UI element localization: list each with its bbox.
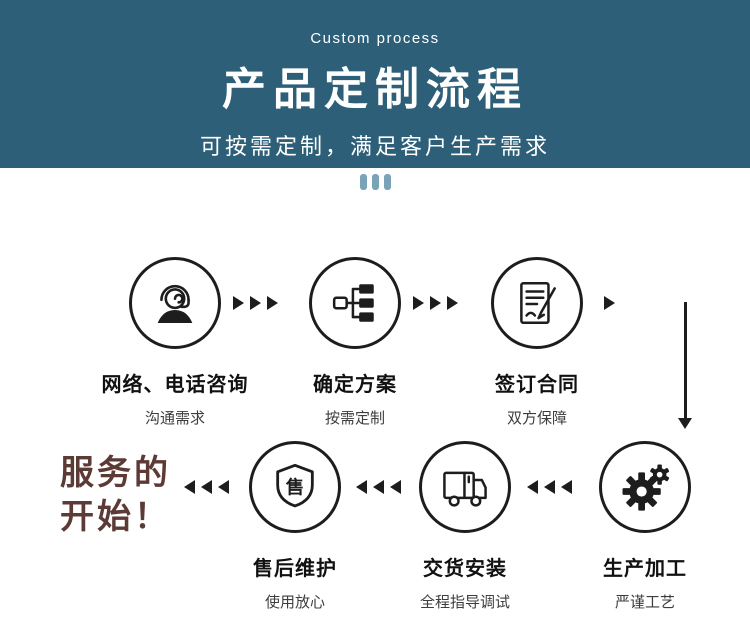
arrow-left-icon bbox=[218, 480, 229, 494]
arrow-group-right-2 bbox=[413, 296, 458, 310]
banner-subtitle: 可按需定制，满足客户生产需求 bbox=[199, 134, 550, 159]
step-plan: 确定方案 按需定制 bbox=[265, 257, 445, 428]
step-title: 确定方案 bbox=[313, 374, 397, 396]
step-title: 签订合同 bbox=[495, 374, 579, 396]
shield-character: 售 bbox=[286, 477, 304, 498]
contract-icon bbox=[520, 281, 556, 325]
step-circle bbox=[599, 441, 691, 533]
support-agent-icon bbox=[157, 284, 193, 324]
accent-bar bbox=[371, 174, 379, 190]
step-title: 网络、电话咨询 bbox=[101, 374, 249, 396]
arrow-right-icon bbox=[430, 296, 441, 310]
arrow-group-left-3 bbox=[184, 480, 229, 494]
arrow-down-icon bbox=[678, 418, 692, 429]
arrow-right-icon bbox=[267, 296, 278, 310]
flow-connector-line bbox=[684, 302, 687, 418]
small-gear bbox=[650, 464, 670, 485]
step-title: 生产加工 bbox=[603, 558, 687, 580]
step-contract: 签订合同 双方保障 bbox=[447, 257, 627, 428]
step-subtitle: 严谨工艺 bbox=[614, 594, 675, 611]
accent-bar bbox=[383, 174, 391, 190]
large-gear bbox=[622, 472, 661, 511]
service-start-text: 服务的 开始！ bbox=[60, 452, 171, 539]
flowchart-icon bbox=[332, 284, 374, 322]
arrow-group-right-1 bbox=[233, 296, 278, 310]
step-circle bbox=[491, 257, 583, 349]
banner: Custom process 产品定制流程 可按需定制，满足客户生产需求 bbox=[0, 0, 750, 190]
arrow-down-group bbox=[678, 418, 692, 429]
step-title: 售后维护 bbox=[253, 558, 337, 580]
shield-icon: 售 bbox=[276, 463, 314, 508]
arrow-group-left-2 bbox=[356, 480, 401, 494]
banner-tagline: Custom process bbox=[310, 30, 440, 47]
arrow-left-icon bbox=[544, 480, 555, 494]
step-subtitle: 全程指导调试 bbox=[419, 594, 510, 611]
arrow-right-icon bbox=[413, 296, 424, 310]
step-circle bbox=[129, 257, 221, 349]
step-subtitle: 使用放心 bbox=[264, 594, 325, 611]
service-start-line1: 服务的 bbox=[60, 454, 171, 492]
arrow-right-icon bbox=[604, 296, 615, 310]
arrow-left-icon bbox=[527, 480, 538, 494]
arrow-right-icon bbox=[233, 296, 244, 310]
banner-title: 产品定制流程 bbox=[222, 65, 528, 114]
step-title: 交货安装 bbox=[423, 558, 507, 580]
arrow-group-left-1 bbox=[527, 480, 572, 494]
step-subtitle: 沟通需求 bbox=[144, 410, 205, 427]
arrow-left-icon bbox=[356, 480, 367, 494]
banner-accent-bars bbox=[0, 174, 750, 190]
arrow-single-right bbox=[604, 296, 615, 310]
step-delivery: 交货安装 全程指导调试 bbox=[375, 441, 555, 612]
arrow-left-icon bbox=[390, 480, 401, 494]
step-consult: 网络、电话咨询 沟通需求 bbox=[55, 257, 295, 428]
accent-bar bbox=[359, 174, 367, 190]
step-circle bbox=[419, 441, 511, 533]
arrow-left-icon bbox=[373, 480, 384, 494]
truck-icon bbox=[443, 471, 487, 507]
step-circle: 售 bbox=[249, 441, 341, 533]
service-start-line2: 开始！ bbox=[60, 497, 171, 536]
arrow-right-icon bbox=[447, 296, 458, 310]
step-aftersale: 售 售后维护 使用放心 bbox=[205, 441, 385, 612]
arrow-right-icon bbox=[250, 296, 261, 310]
step-subtitle: 按需定制 bbox=[324, 410, 385, 427]
step-subtitle: 双方保障 bbox=[506, 410, 567, 427]
step-circle bbox=[309, 257, 401, 349]
arrow-left-icon bbox=[561, 480, 572, 494]
arrow-left-icon bbox=[201, 480, 212, 494]
arrow-left-icon bbox=[184, 480, 195, 494]
step-production: 生产加工 严谨工艺 bbox=[555, 441, 735, 612]
gears-icon bbox=[622, 464, 670, 511]
